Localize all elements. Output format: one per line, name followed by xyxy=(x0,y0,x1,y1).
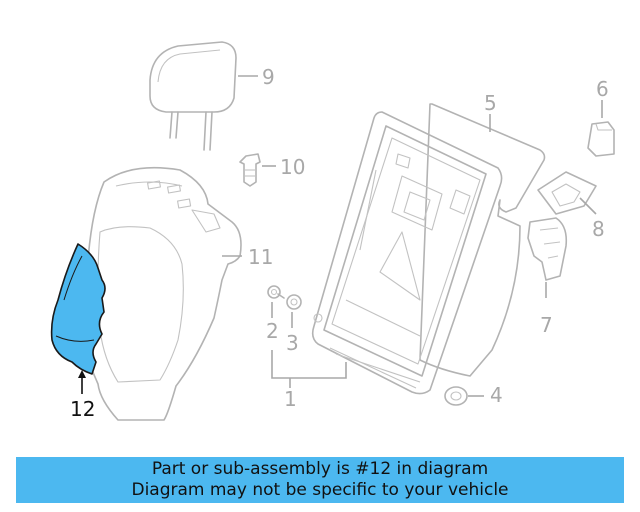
seat-back-cover-part[interactable] xyxy=(85,166,242,421)
clip-part-10[interactable] xyxy=(239,153,261,187)
callout-4: 4 xyxy=(490,383,503,407)
callout-10: 10 xyxy=(280,155,305,179)
callout-5: 5 xyxy=(484,91,497,115)
banner-line-1: Part or sub-assembly is #12 in diagram xyxy=(151,459,489,479)
callout-3: 3 xyxy=(286,331,299,355)
callout-11: 11 xyxy=(248,245,273,269)
callout-12: 12 xyxy=(70,397,95,421)
bolt-part-2[interactable] xyxy=(267,285,285,299)
grommet-part-4[interactable] xyxy=(444,386,468,406)
callout-1: 1 xyxy=(284,387,297,411)
cap-part-6[interactable] xyxy=(587,121,615,157)
callout-8: 8 xyxy=(592,217,605,241)
callout-2: 2 xyxy=(266,319,279,343)
seat-frame[interactable] xyxy=(311,111,503,395)
callout-6: 6 xyxy=(596,77,609,101)
back-panel-part[interactable] xyxy=(419,103,546,377)
bezel-part-8[interactable] xyxy=(537,171,597,215)
headrest-part[interactable] xyxy=(149,41,237,151)
info-banner: Part or sub-assembly is #12 in diagram D… xyxy=(16,457,624,503)
nut-part-3[interactable] xyxy=(286,294,302,310)
parts-diagram: 9 10 11 12 5 xyxy=(50,41,615,421)
banner-line-2: Diagram may not be specific to your vehi… xyxy=(131,480,509,500)
callout-9: 9 xyxy=(262,65,275,89)
side-bolster-part-12[interactable] xyxy=(50,243,106,375)
callout-7: 7 xyxy=(540,313,553,337)
latch-bracket-part-7[interactable] xyxy=(527,217,568,281)
